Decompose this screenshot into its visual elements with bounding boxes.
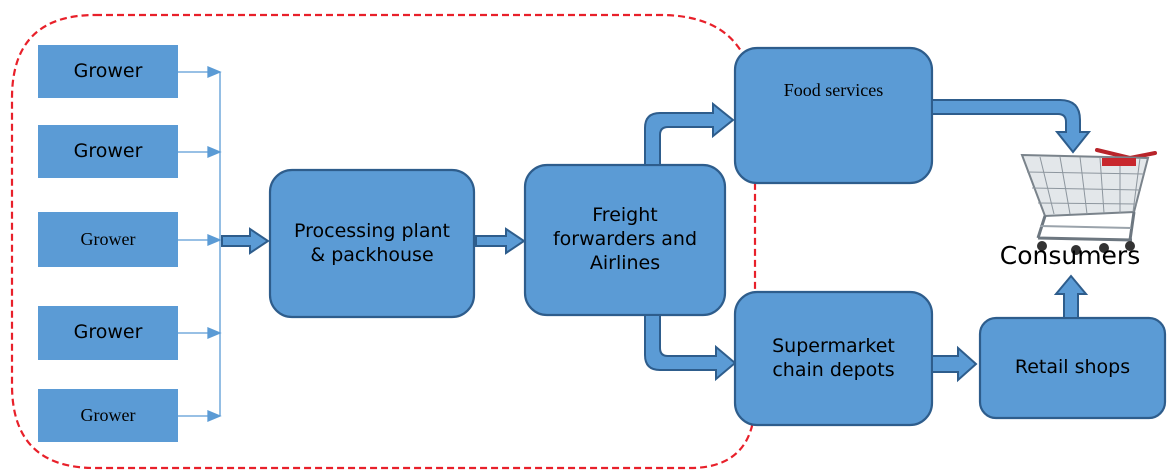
arrow-food-services-to-consumers (931, 99, 1092, 154)
arrow-retail-to-consumers (1053, 274, 1089, 319)
grower-label-3: Grower (80, 229, 136, 250)
arrow-freight-to-food-services (644, 101, 735, 166)
grower-label-5: Grower (80, 405, 136, 426)
grower-connectors (178, 66, 222, 422)
food-services-label: Food services (783, 79, 884, 100)
grower-label-1: Grower (73, 59, 143, 82)
processing-box (268, 168, 476, 319)
arrow-freight-to-supermarket (644, 314, 737, 382)
grower-box-4 (38, 306, 178, 360)
grower-label-2: Grower (73, 139, 143, 162)
supermarket-label: Supermarket chain depots (772, 334, 895, 381)
freight-label: Freight forwarders and Airlines (552, 204, 698, 274)
grower-box-1 (38, 45, 178, 98)
food-services-box (733, 46, 934, 185)
retail-label: Retail shops (1014, 356, 1131, 379)
grower-label-4: Grower (73, 321, 143, 344)
arrow-supermarket-to-retail (931, 345, 978, 383)
consumers-label: Consumers (999, 241, 1141, 271)
processing-label: Processing plant & packhouse (294, 219, 450, 266)
grower-box-5 (38, 389, 178, 442)
arrow-processing-to-freight (475, 227, 526, 255)
arrow-growers-to-processing (221, 227, 270, 255)
grower-box-3 (38, 212, 178, 267)
dashed-boundary (10, 13, 757, 470)
shopping-cart-icon (1020, 148, 1157, 255)
grower-box-2 (38, 125, 178, 178)
freight-box (523, 163, 727, 317)
